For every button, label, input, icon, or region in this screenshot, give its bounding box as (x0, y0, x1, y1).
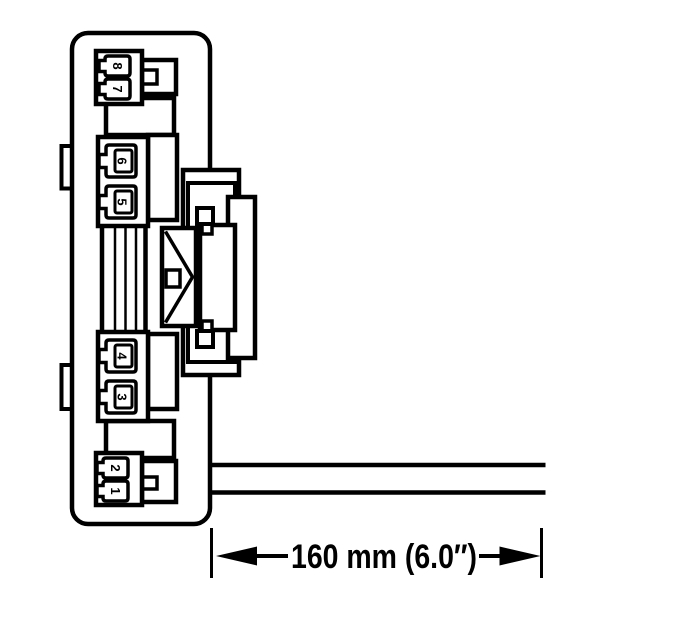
spacer-block-lower-right (145, 331, 180, 412)
terminal-7 (97, 77, 132, 101)
terminal-6-label: 6 (115, 157, 130, 164)
dimension-label: 160 mm (6.0″) (291, 538, 477, 576)
terminal-1-label: 1 (108, 487, 123, 494)
terminal-3-socket (113, 384, 134, 410)
terminal-4 (97, 338, 138, 374)
terminal-8-label: 8 (110, 62, 125, 69)
terminal-8 (97, 54, 132, 78)
plug-tab-bottom (195, 329, 215, 349)
terminal-1 (95, 479, 130, 503)
lock-notch (164, 268, 182, 289)
terminal-2 (95, 456, 130, 480)
terminal-7-label: 7 (110, 85, 125, 92)
terminal-5 (97, 184, 138, 220)
terminal-4-socket (113, 343, 134, 369)
dimension-arrow-left (216, 546, 257, 566)
terminal-4-label: 4 (115, 352, 130, 360)
terminal-6 (97, 143, 138, 179)
terminal-3 (97, 379, 138, 415)
side-plug-bottom-slot (144, 475, 159, 491)
side-plug-bottom (139, 458, 179, 505)
dimension-arrow-right (499, 546, 541, 566)
side-plug-top-slot (144, 68, 159, 86)
terminal-3-label: 3 (115, 393, 130, 400)
plug-tab-top (195, 206, 215, 226)
mounting-tab-upper (59, 144, 74, 191)
spacer-block-upper-right (145, 132, 180, 223)
terminal-2-label: 2 (108, 464, 123, 471)
side-plug-top (139, 57, 179, 97)
mounting-tab-lower (59, 363, 74, 411)
terminal-6-socket (113, 148, 134, 174)
lock-arrow-chevron (163, 230, 195, 324)
center-plug-body (197, 222, 238, 333)
terminal-5-label: 5 (115, 198, 130, 205)
terminal-5-socket (113, 189, 134, 215)
